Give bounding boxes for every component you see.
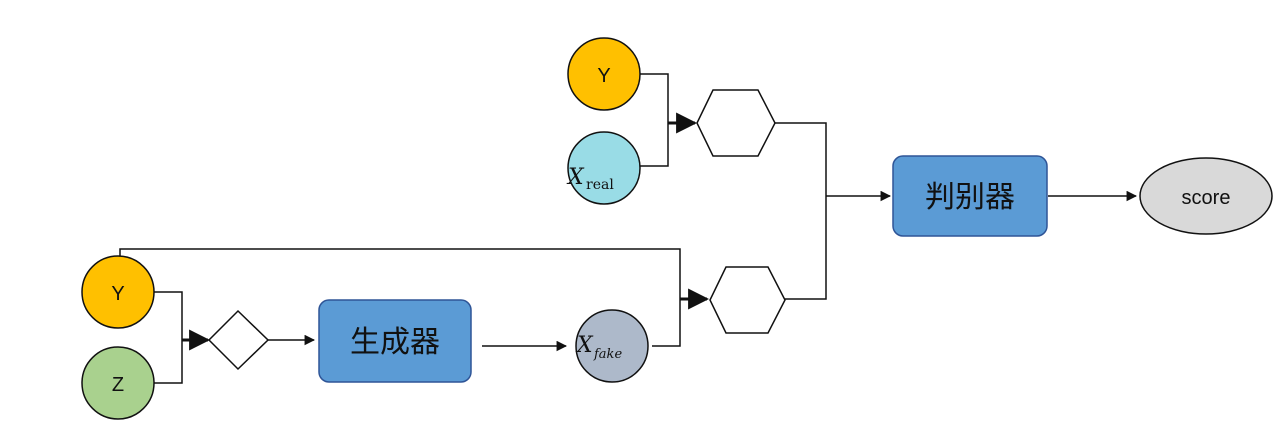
z-node: Z xyxy=(81,346,155,420)
x-fake-node: X fake xyxy=(575,309,649,383)
combine-hexagon-top xyxy=(696,89,776,157)
x-fake-var: X xyxy=(575,333,594,358)
y-top-label: Y xyxy=(597,65,610,87)
combine-hexagon-bottom xyxy=(709,266,786,334)
x-real-node: X real xyxy=(566,131,641,205)
x-real-var: X xyxy=(566,165,585,190)
hexagon-merge-line xyxy=(775,122,827,300)
z-label: Z xyxy=(112,374,124,396)
x-fake-subscript: fake xyxy=(593,347,622,362)
generator-label: 生成器 xyxy=(350,326,440,359)
generator-box: 生成器 xyxy=(318,299,472,383)
combine-diamond xyxy=(207,309,270,371)
y-bottom-node: Y xyxy=(81,255,155,329)
y-bottom-label: Y xyxy=(111,283,124,305)
score-label: score xyxy=(1182,187,1231,209)
y-top-connector xyxy=(640,73,669,167)
score-node: score xyxy=(1139,157,1273,235)
y-bottom-connector xyxy=(154,291,183,384)
discriminator-box: 判别器 xyxy=(892,155,1048,237)
y-label-skip-line xyxy=(119,248,681,347)
x-real-subscript: real xyxy=(586,177,614,193)
discriminator-label: 判别器 xyxy=(925,181,1015,214)
y-top-node: Y xyxy=(567,37,641,111)
